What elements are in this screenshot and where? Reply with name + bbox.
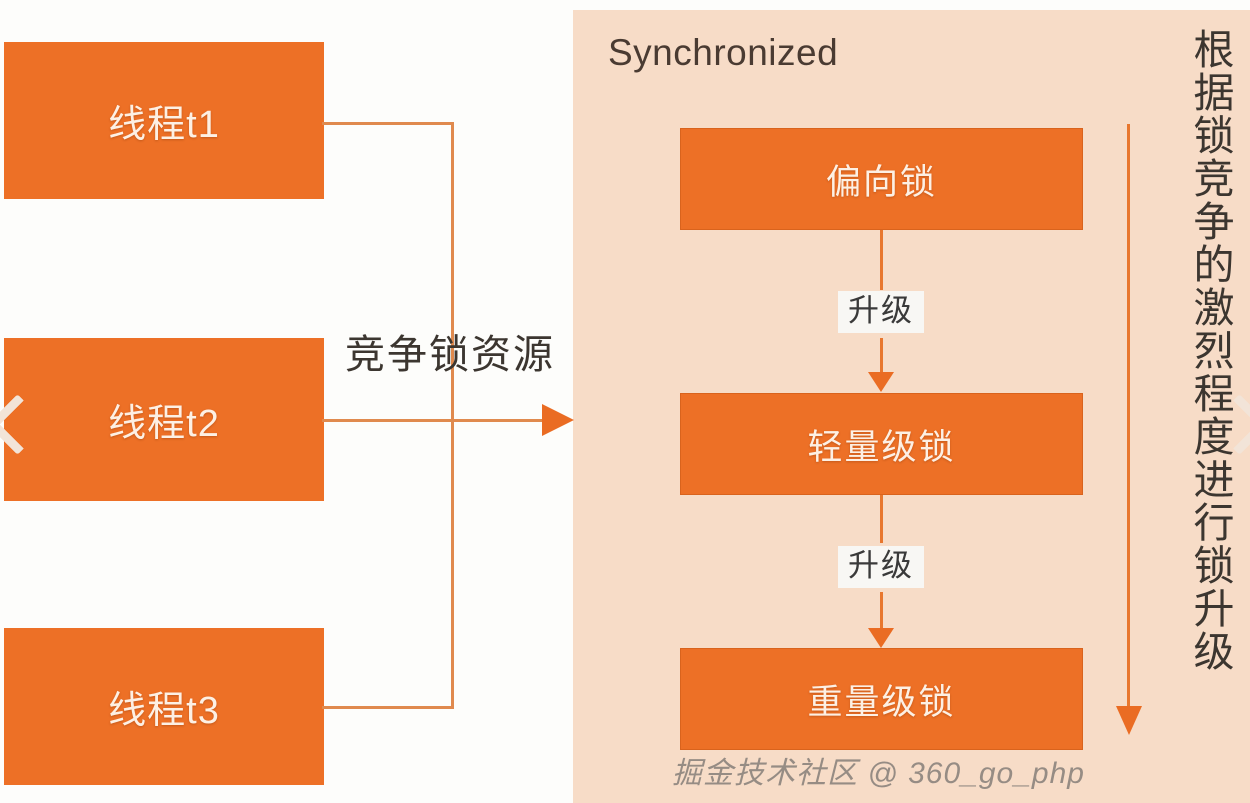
connector-t3: [322, 706, 454, 709]
thread-box-t1: 线程t1: [4, 42, 324, 199]
thread-box-t2: 线程t2: [4, 338, 324, 501]
thread-t1-label: 线程t1: [108, 104, 220, 146]
upgrade-label-1: 升级: [838, 291, 924, 333]
flow-line-biased-to-upgrade1: [880, 230, 883, 290]
watermark-text: 掘金技术社区 @ 360_go_php: [672, 757, 1085, 790]
lock-box-biased: 偏向锁: [680, 128, 1083, 230]
thread-t2-label: 线程t2: [108, 403, 220, 445]
flow-arrowhead-2-icon: [868, 628, 894, 648]
thread-t3-label: 线程t3: [108, 690, 220, 732]
connector-trunk: [451, 122, 454, 708]
flow-line-lightweight-to-upgrade2: [880, 495, 883, 543]
lock-heavyweight-label: 重量级锁: [807, 682, 956, 722]
upgrade-label-2: 升级: [838, 546, 924, 588]
contend-arrow-icon: [542, 404, 574, 436]
flow-line-upgrade1-to-lightweight: [880, 338, 883, 378]
escalation-caption: 根据锁竞争的激烈程度进行锁升级: [1187, 28, 1233, 673]
connector-t1: [322, 122, 454, 125]
flow-arrowhead-1-icon: [868, 372, 894, 392]
contend-lock-resource-label: 竞争锁资源: [345, 333, 555, 377]
escalation-arrowhead-icon: [1116, 706, 1142, 735]
lock-lightweight-label: 轻量级锁: [807, 427, 956, 467]
thread-box-t3: 线程t3: [4, 628, 324, 785]
connector-t2: [322, 419, 552, 422]
lock-box-heavyweight: 重量级锁: [680, 648, 1083, 750]
lock-biased-label: 偏向锁: [825, 162, 937, 202]
synchronized-title: Synchronized: [608, 32, 839, 73]
escalation-arrow-line: [1127, 124, 1130, 712]
lock-box-lightweight: 轻量级锁: [680, 393, 1083, 495]
flow-line-upgrade2-to-heavyweight: [880, 592, 883, 634]
